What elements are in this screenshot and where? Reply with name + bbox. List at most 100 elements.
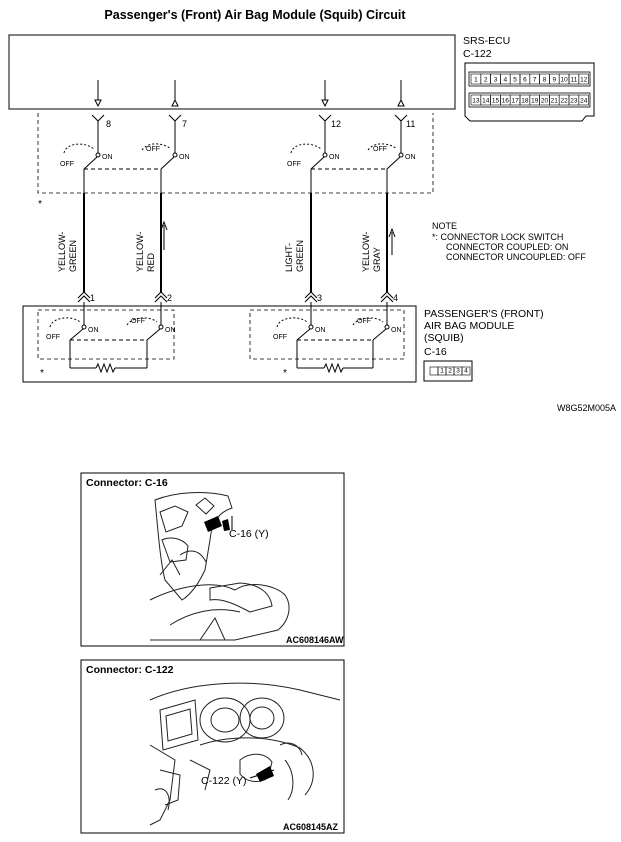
c122-bottom-pin-number: 16 [502,98,510,105]
wire-label: LIGHT- [284,243,294,272]
c122-bottom-pin-number: 23 [570,98,578,105]
c122-top-pin-number: 4 [503,77,507,84]
switch-off-label: OFF [46,334,60,341]
module-terminal-forks [77,291,394,303]
callout-arrow-icon [256,766,274,782]
module-terminal-3: 3 [317,293,322,303]
c122-top-pin-number: 5 [513,77,517,84]
note-title: NOTE [432,221,457,231]
note-line-3: CONNECTOR UNCOUPLED: OFF [446,252,586,262]
ecu-terminal-forks [91,114,408,130]
switch-on-label: ON [315,327,326,334]
ecu-switch-labels: OFF ON OFF ON OFF ON OFF ON [60,146,416,168]
photo-c122-callout: C-122 (Y) [201,775,247,787]
c122-top-pin-number: 9 [552,77,556,84]
switch-on-label: ON [179,154,190,161]
c122-top-pin-number: 3 [494,77,498,84]
c122-top-cell [578,73,589,85]
c122-top-pin-number: 11 [571,77,578,84]
photo-c122-sketch [149,682,341,826]
switch-on-label: ON [405,154,416,161]
module-switch-labels: OFF ON OFF ON OFF ON OFF ON [46,318,402,341]
c122-bottom-pin-number: 18 [521,98,529,105]
photo-c122-title: Connector: C-122 [86,664,174,676]
switch-off-label: OFF [60,161,74,168]
c122-bottom-pin-number: 19 [531,98,539,105]
photo-c16-sketch [149,492,290,641]
c122-top-pin-number: 12 [580,77,588,84]
wire-label: GRAY [372,247,382,272]
photo-c16-panel: Connector: C-16 C-16 (Y) AC608146AW [80,472,345,647]
switch-off-label: OFF [287,161,301,168]
c122-bottom-pin-number: 22 [560,98,568,105]
module-label-line-3: (SQUIB) [424,332,464,344]
c122-top-pin-number: 2 [484,77,488,84]
c16-pin-number: 2 [448,368,452,375]
switch-on-label: ON [102,154,113,161]
c122-bottom-pin-number: 15 [492,98,500,105]
c122-bottom-pin-number: 24 [580,98,588,105]
srs-ecu-label: SRS-ECU [463,35,510,47]
c16-cell [461,366,471,376]
c122-bottom-pin-number: 17 [511,98,519,105]
c122-label: C-122 [463,48,492,60]
c122-bottom-pin-number: 13 [472,98,480,105]
diagram-title: Passenger's (Front) Air Bag Module (Squi… [104,8,406,22]
module-label-line-2: AIR BAG MODULE [424,320,514,332]
switch-off-label: OFF [146,146,160,153]
c16-pin-number: 1 [440,368,444,375]
current-direction-arrows [160,220,396,255]
switch-off-label: OFF [273,334,287,341]
wire-label: GREEN [68,240,78,272]
harness-wires [83,193,388,292]
wire-color-labels: YELLOW- GREEN YELLOW- RED LIGHT- GREEN Y… [57,232,382,272]
c122-top-pin-number: 10 [560,77,568,84]
c122-bottom-cell [578,94,589,106]
switch-off-label: OFF [131,318,145,325]
c122-top-pin-number: 7 [533,77,537,84]
c16-pin-number: 4 [464,368,468,375]
switch-on-label: ON [165,327,176,334]
wire-label: YELLOW- [57,232,67,272]
c122-bottom-pin-number: 20 [541,98,549,105]
module-dashed-boundary-left [37,309,175,360]
switch-on-label: ON [88,327,99,334]
photo-c16-callout: C-16 (Y) [229,528,269,540]
module-terminal-4: 4 [393,293,398,303]
ecu-terminal-arrows [94,80,405,108]
srs-ecu-box [8,34,456,110]
terminal-12: 12 [331,119,341,129]
c122-top-pin-number: 1 [474,77,478,84]
ecu-asterisk: * [38,198,42,210]
ecu-connector-dashed-boundary [37,113,434,194]
photo-c16-title: Connector: C-16 [86,477,168,489]
terminal-7: 7 [182,119,187,129]
ecu-lock-switches [63,130,404,196]
callout-arrow-icon [204,516,222,532]
callout-arrow-icon [222,519,230,531]
c16-pin-number: 3 [456,368,460,375]
c122-bottom-pin-number: 21 [551,98,559,105]
c122-top-pin-number: 8 [543,77,547,84]
terminal-8: 8 [106,119,111,129]
note-line-2: CONNECTOR COUPLED: ON [446,242,568,252]
photo-c122-panel: Connector: C-122 C-122 (Y) AC608145AZ [80,659,345,834]
module-asterisk-left: * [40,367,44,379]
c16-label: C-16 [424,346,447,358]
note-line-1: *: CONNECTOR LOCK SWITCH [432,232,563,242]
module-asterisk-right: * [283,367,287,379]
module-dashed-boundary-right [249,309,405,360]
module-terminal-2: 2 [167,293,172,303]
switch-off-label: OFF [357,318,371,325]
c122-top-pin-number: 6 [523,77,527,84]
air-bag-module-box [22,305,417,383]
module-lock-switches [49,302,390,374]
photo-c16-code: AC608146AW [286,635,344,645]
wire-label: GREEN [295,240,305,272]
switch-on-label: ON [329,154,340,161]
module-terminal-1: 1 [90,293,95,303]
terminal-11: 11 [406,119,415,129]
